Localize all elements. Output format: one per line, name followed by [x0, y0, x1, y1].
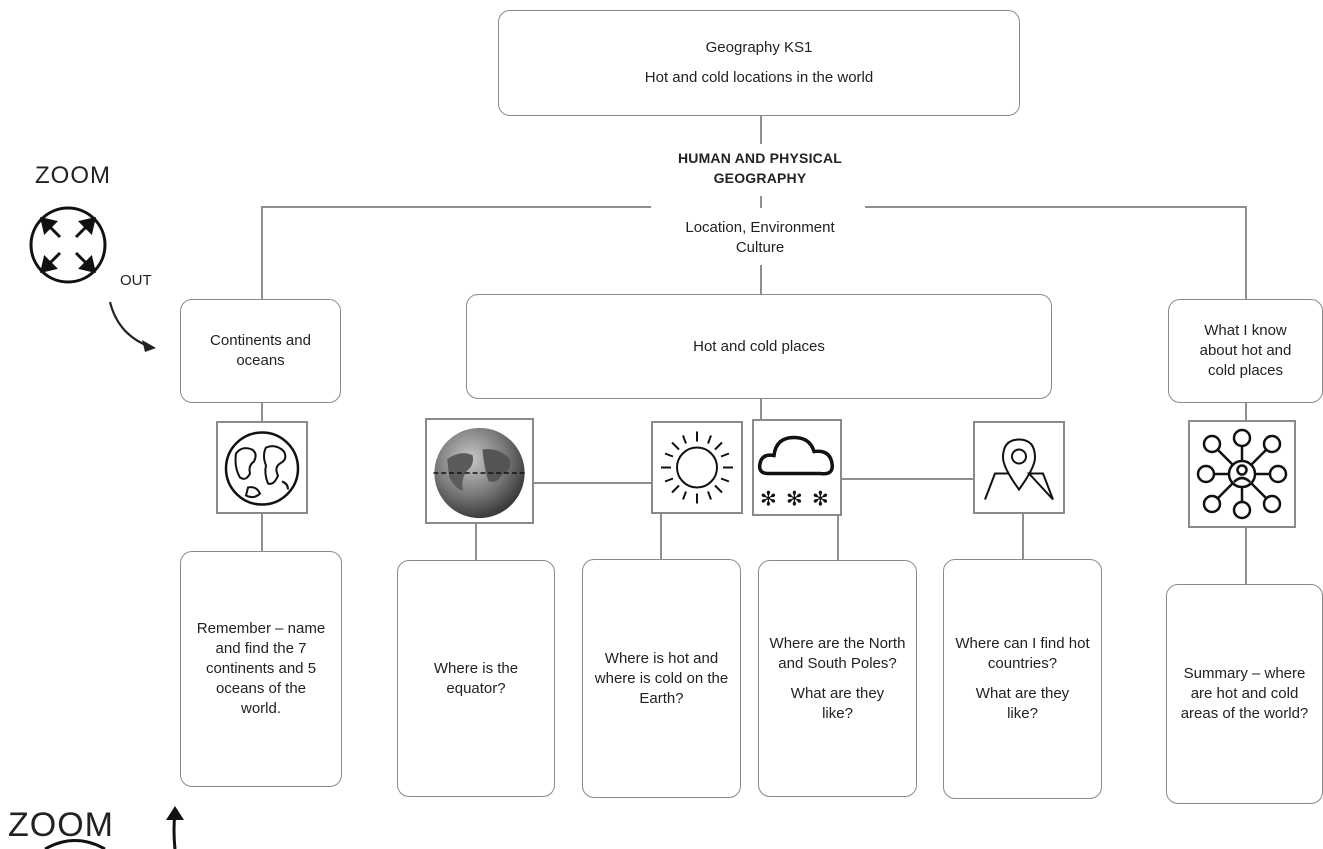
title-box: Geography KS1 Hot and cold locations in …	[498, 10, 1020, 116]
theme-heading-line-2: GEOGRAPHY	[713, 170, 807, 186]
lesson-hot-countries-text-2: What are they like?	[975, 685, 1070, 722]
zoom-label-top: ZOOM	[35, 162, 111, 189]
connector	[261, 206, 263, 300]
theme-heading-line-1: HUMAN AND PHYSICAL	[677, 150, 843, 166]
lesson-poles-text: Where are the North and South Poles?	[769, 634, 906, 672]
connector	[760, 265, 762, 295]
connector	[532, 482, 652, 484]
network-icon	[1188, 420, 1296, 528]
connector	[261, 513, 263, 551]
svg-text:✻: ✻	[760, 487, 777, 511]
lesson-continents-text: Remember – name and find the 7 continent…	[196, 620, 326, 717]
globe-map-icon	[216, 421, 308, 514]
lesson-summary: Summary – where are hot and cold areas o…	[1166, 584, 1323, 804]
title-line-2: Hot and cold locations in the world	[644, 69, 874, 86]
connector	[760, 116, 762, 144]
lesson-poles: Where are the North and South Poles? Wha…	[758, 560, 917, 797]
connector	[1245, 206, 1247, 300]
lesson-hot-cold-earth: Where is hot and where is cold on the Ea…	[582, 559, 741, 798]
curved-arrow-icon	[108, 301, 156, 352]
lesson-summary-text: Summary – where are hot and cold areas o…	[1180, 665, 1309, 722]
connector	[865, 206, 1246, 208]
connector	[261, 206, 651, 208]
connector	[760, 398, 762, 420]
connector	[760, 196, 762, 208]
concepts-line-2: Culture	[735, 239, 785, 256]
topic-hot-cold-places: Hot and cold places	[466, 294, 1052, 399]
connector	[475, 523, 477, 561]
lesson-equator-text: Where is the equator?	[433, 659, 519, 697]
zoom-out-icon	[29, 206, 107, 284]
theme-heading: HUMAN AND PHYSICAL GEOGRAPHY	[640, 148, 880, 188]
up-arrow-icon	[166, 806, 184, 849]
lesson-hot-countries: Where can I find hot countries? What are…	[943, 559, 1102, 799]
zoom-out-label: OUT	[120, 272, 152, 289]
concepts-line-1: Location, Environment	[685, 219, 835, 236]
connector	[837, 515, 839, 560]
lesson-poles-text-2: What are they like?	[790, 684, 885, 722]
lesson-equator: Where is the equator?	[397, 560, 555, 797]
topic-hot-cold-label: Hot and cold places	[693, 337, 825, 355]
sun-icon	[651, 421, 743, 514]
lesson-hot-cold-text: Where is hot and where is cold on the Ea…	[594, 649, 729, 707]
svg-text:✻: ✻	[786, 487, 803, 511]
snow-cloud-icon: ✻ ✻ ✻	[752, 419, 842, 516]
connector	[1245, 402, 1247, 422]
topic-continents-label: Continents and oceans	[210, 332, 311, 369]
connector	[660, 513, 662, 559]
lesson-hot-countries-text: Where can I find hot countries?	[955, 635, 1090, 672]
connector	[1245, 528, 1247, 584]
connector	[261, 402, 263, 422]
map-pin-icon	[973, 421, 1065, 514]
connector	[840, 478, 974, 480]
theme-concepts: Location, Environment Culture	[640, 218, 880, 258]
topic-what-i-know-label: What I know about hot and cold places	[1199, 322, 1292, 379]
topic-continents-oceans: Continents and oceans	[180, 299, 341, 403]
connector	[1022, 513, 1024, 559]
title-line-1: Geography KS1	[705, 39, 813, 56]
topic-what-i-know: What I know about hot and cold places	[1168, 299, 1323, 403]
zoom-label-bottom: ZOOM	[8, 806, 114, 844]
earth-equator-icon	[425, 418, 534, 524]
lesson-continents-oceans: Remember – name and find the 7 continent…	[180, 551, 342, 787]
zoom-in-icon-partial	[44, 839, 106, 849]
svg-text:✻: ✻	[812, 487, 829, 511]
